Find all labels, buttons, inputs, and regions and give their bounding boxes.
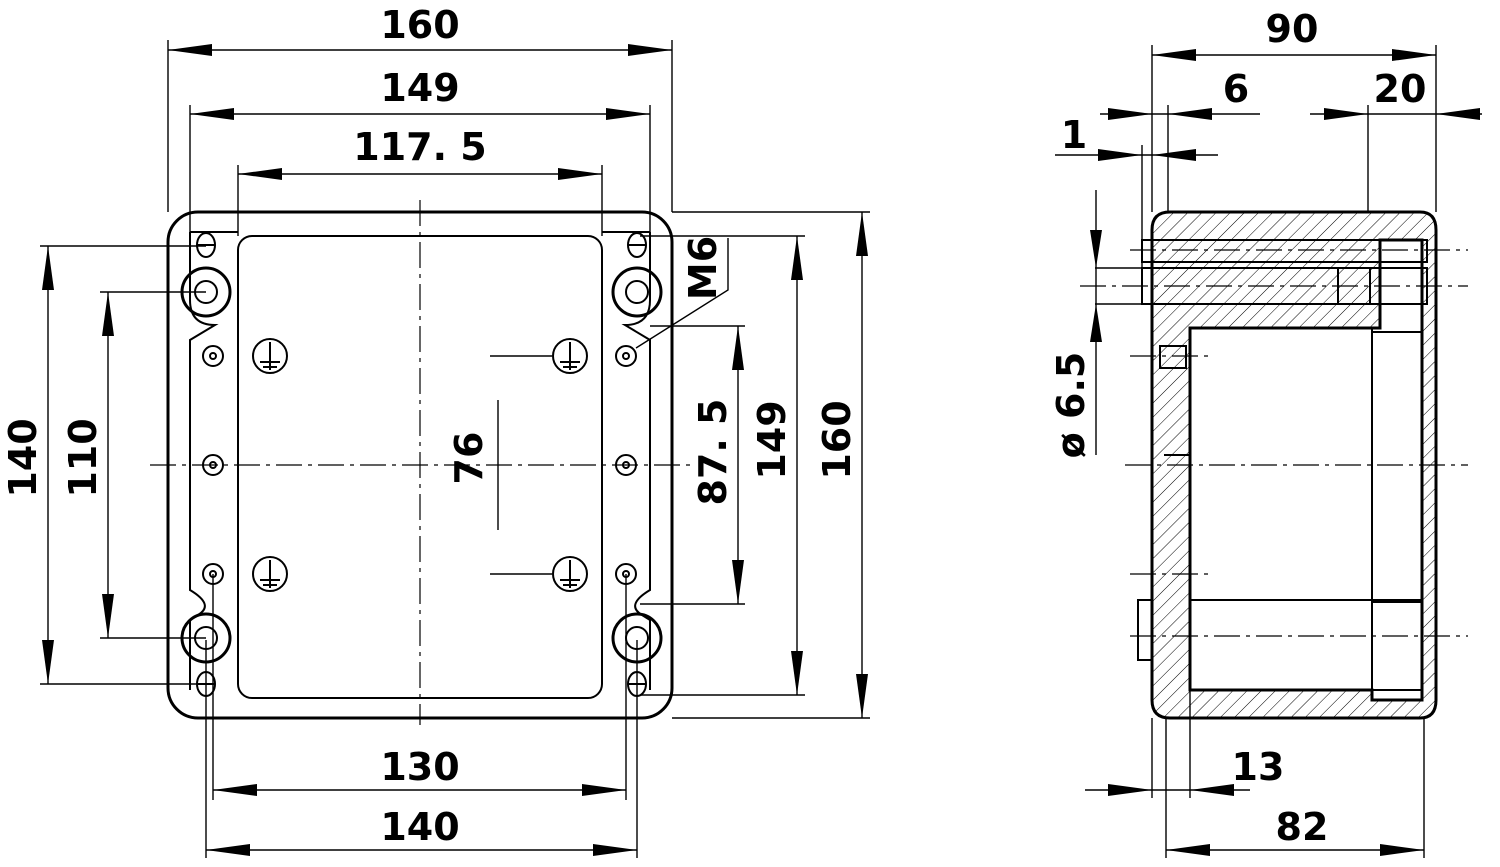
thread-label: M6 — [681, 236, 725, 300]
dim-left-hole-pitch: 110 — [61, 418, 105, 497]
front-view: 160 149 117. 5 130 140 140 110 76 87. 5 … — [1, 3, 870, 858]
dim-right-inner: 87. 5 — [691, 399, 735, 506]
mounting-hole-top-right — [611, 266, 663, 318]
side-dimension-lines — [1055, 49, 1482, 856]
dim-bottom-inner: 130 — [380, 745, 459, 789]
earth-ground-icon — [552, 556, 588, 592]
lid-screws — [202, 345, 637, 585]
keyhole-slot-top-left — [196, 232, 216, 258]
earth-ground-icon — [252, 556, 288, 592]
dim-body-depth: 82 — [1276, 805, 1329, 849]
dim-hole-dia: ø 6.5 — [1049, 352, 1093, 459]
earth-ground-icon — [252, 338, 288, 374]
earth-ground-icon — [552, 338, 588, 374]
dim-gap: 1 — [1061, 113, 1087, 157]
flange-outline — [189, 231, 651, 690]
dim-right-hole-pitch: 149 — [750, 400, 794, 479]
dim-bottom-mount: 140 — [380, 805, 459, 849]
dim-top-lid-inner: 117. 5 — [353, 125, 486, 169]
lid-screw — [202, 345, 224, 367]
dim-flange: 20 — [1374, 67, 1427, 111]
dimension-lines — [42, 44, 868, 856]
dim-depth-overall: 90 — [1266, 7, 1319, 51]
side-view: 90 6 20 1 ø 6.5 13 82 — [1049, 7, 1482, 858]
keyhole-slot-top-right — [627, 232, 647, 258]
dim-lid: 6 — [1223, 67, 1249, 111]
dim-left-mount: 140 — [1, 418, 45, 497]
dim-top-hole-pitch: 149 — [380, 66, 459, 110]
dim-center: 76 — [447, 432, 491, 485]
dim-right-overall: 160 — [815, 400, 859, 479]
dim-top-overall: 160 — [380, 3, 459, 47]
dim-wall: 13 — [1232, 745, 1285, 789]
lid-screw — [615, 345, 637, 367]
